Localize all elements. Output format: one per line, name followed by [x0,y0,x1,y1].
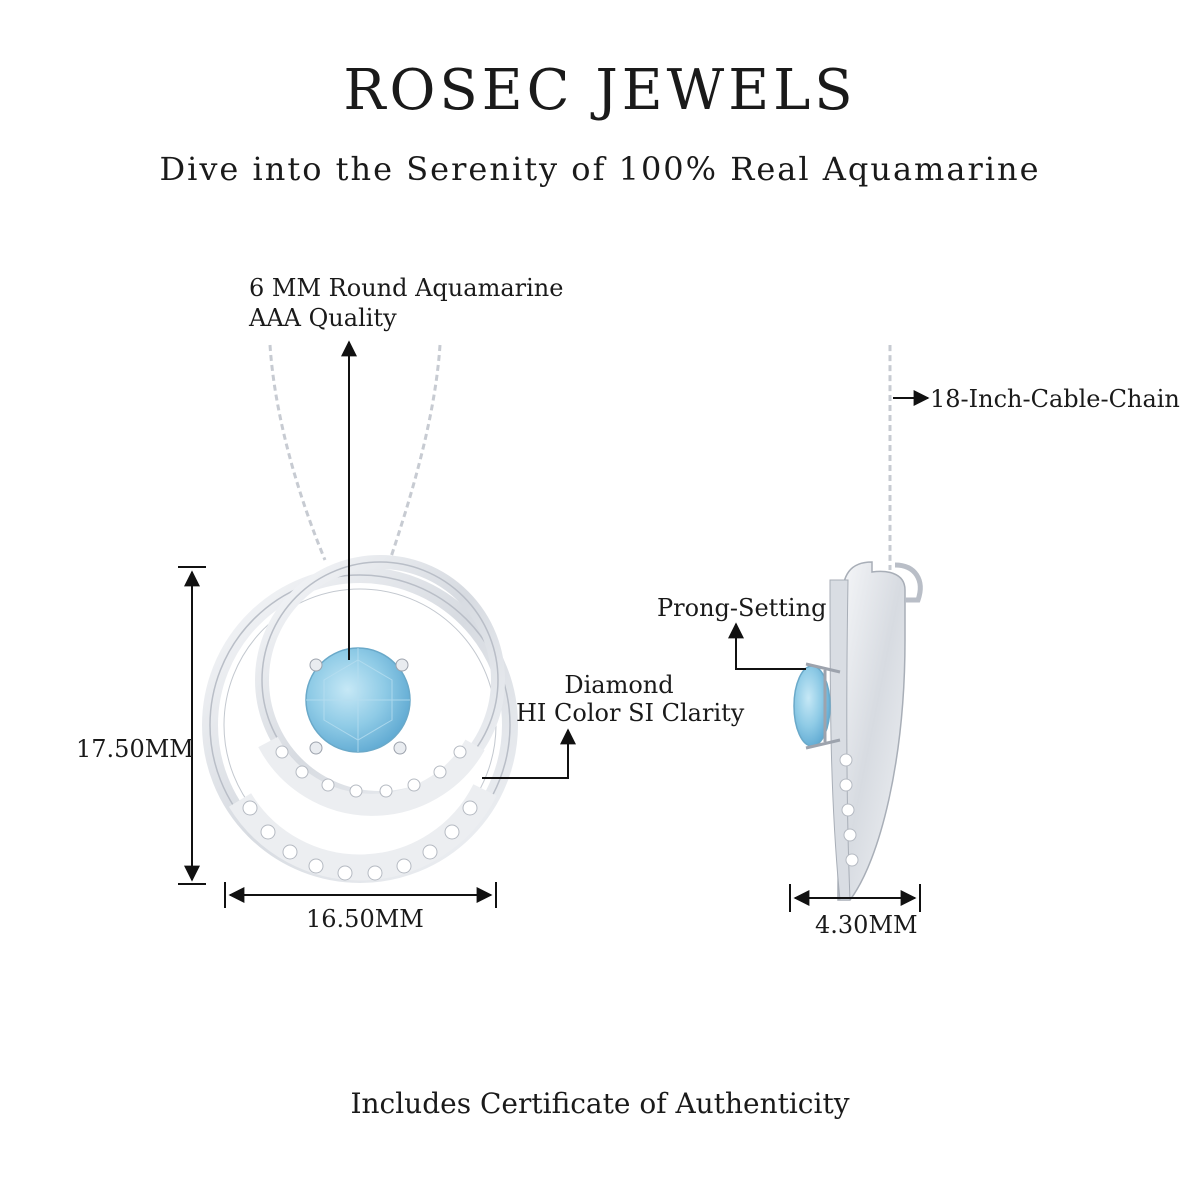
stone-label-line1: 6 MM Round Aquamarine [249,274,564,302]
diamond-pointer-arrow [482,728,576,779]
diamond-label-line2: HI Color SI Clarity [516,699,745,727]
tagline: Dive into the Serenity of 100% Real Aqua… [159,150,1041,188]
height-dimension-line [178,566,206,885]
width-dimension-label: 16.50MM [306,905,424,933]
diamond-pave-inner [258,736,485,816]
setting-label: Prong-Setting [657,594,827,622]
height-dimension-label: 17.50MM [76,735,194,763]
front-pendant [202,555,518,883]
front-chain [268,344,442,561]
brand-title: ROSEC JEWELS [343,58,857,123]
depth-dimension-label: 4.30MM [815,911,918,939]
side-pendant [793,561,923,901]
diamond-label-line1: Diamond [564,671,674,699]
setting-pointer-arrow [728,622,806,670]
stone-label-line2: AAA Quality [249,304,397,332]
certificate-note: Includes Certificate of Authenticity [350,1087,850,1120]
depth-dimension-line [789,884,921,912]
chain-label: 18-Inch-Cable-Chain [930,385,1180,413]
width-dimension-line [224,882,497,908]
